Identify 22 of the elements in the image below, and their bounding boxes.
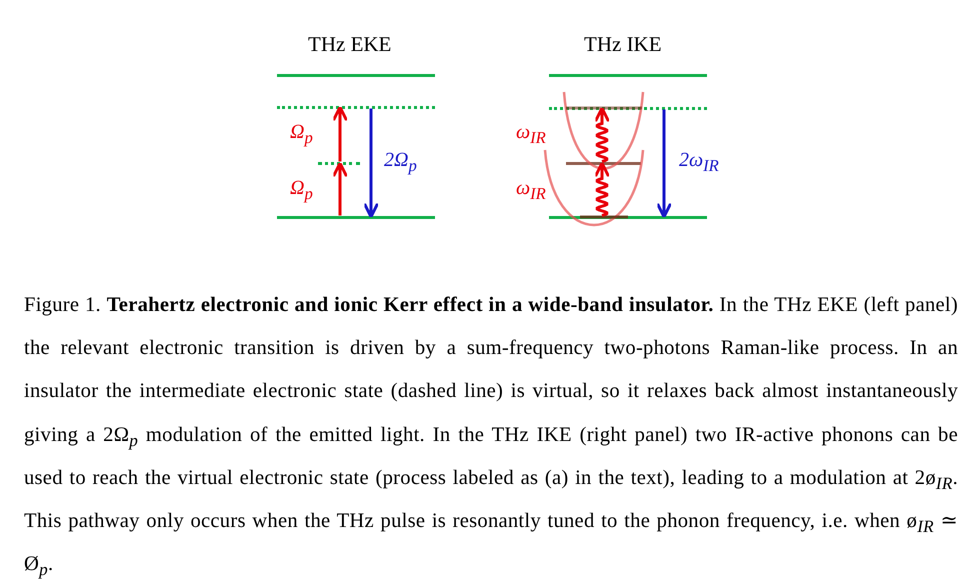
arrow <box>362 108 380 218</box>
wavy-arrow <box>594 162 610 217</box>
panel-title: THz IKE <box>584 32 662 57</box>
edge-label: ω$_{IR}$ <box>516 122 546 147</box>
phonon-level-line <box>566 162 641 164</box>
energy-level-line <box>549 74 707 76</box>
energy-level-line <box>277 74 435 76</box>
energy-level-line <box>277 216 435 218</box>
virtual-level-line <box>277 106 435 108</box>
arrow <box>332 162 348 216</box>
wavy-arrow <box>594 106 610 163</box>
edge-label: Ω$_{p}$ <box>290 178 313 203</box>
panel-title: THz EKE <box>308 32 392 57</box>
virtual-level-line <box>549 106 707 110</box>
edge-label: Ω$_{p}$ <box>290 122 313 147</box>
edge-label: 2ω$_{IR}$ <box>679 150 719 175</box>
arrow <box>332 106 348 162</box>
figure-caption: Figure 1. Terahertz electronic and ionic Kerr effect in a wide-band insulator. In the THz EKE (left panel) the relevant electronic transition is driven by a sum-frequency two-photons Raman-like process. In an insulator the intermediate electronic state (dashed line) is virtual, so it relaxes back almost instantaneously giving a 2Ω$_{p}$ modulation of the emitted light. In the THz IKE (right panel) two IR-active phonons can be used to reach the virtual electronic state (process labeled as (a) in the text), leading to a modulation at 2ø$_{IR}$. This pathway only occurs when the THz pulse is resonantly tuned to the phonon frequency, i.e. when ø$_{IR}$ ≃ Ø$_{p}$. <box>24 293 958 582</box>
edge-label: 2Ω$_{p}$ <box>384 150 417 175</box>
edge-label: ω$_{IR}$ <box>516 178 546 203</box>
virtual-level-line <box>318 162 360 164</box>
arrow <box>656 110 672 218</box>
